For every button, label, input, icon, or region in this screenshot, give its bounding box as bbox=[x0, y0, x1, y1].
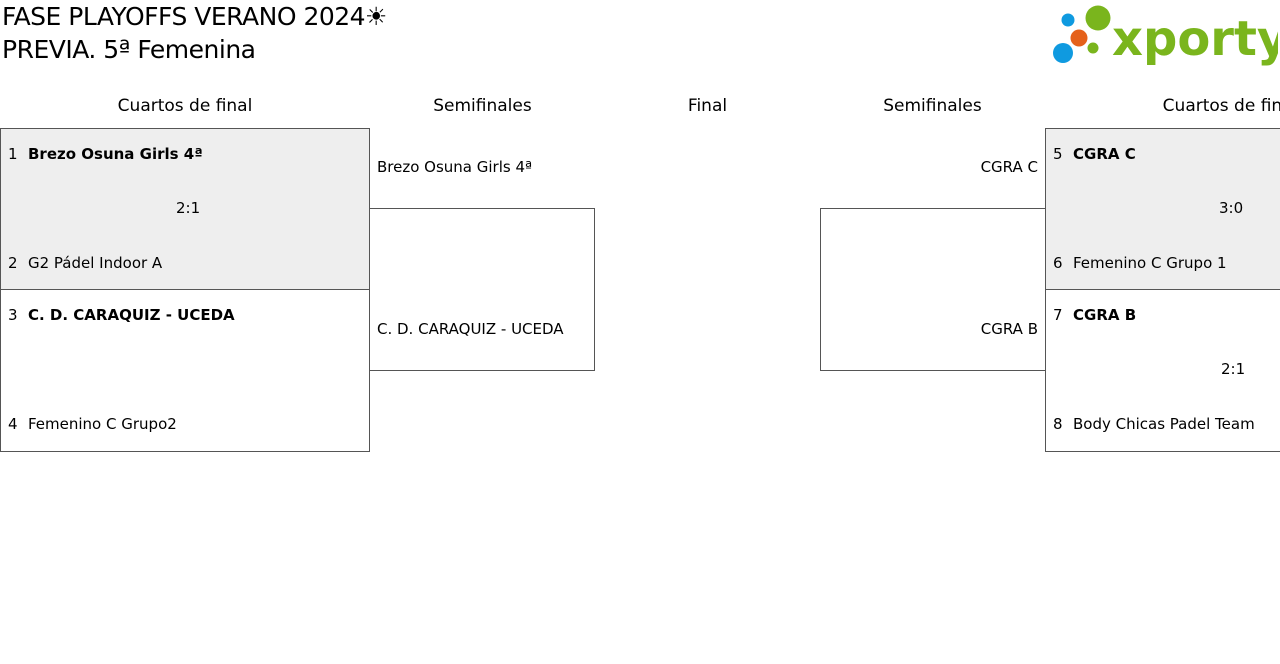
page-title: FASE PLAYOFFS VERANO 2024☀ bbox=[2, 2, 387, 31]
match-score: 2:1 bbox=[176, 199, 201, 217]
team-name: Femenino C Grupo2 bbox=[28, 415, 177, 433]
semifinal-left-bracket bbox=[370, 208, 595, 371]
team-slot[interactable]: 8 Body Chicas Padel Team bbox=[1053, 415, 1255, 433]
team-name: G2 Pádel Indoor A bbox=[28, 254, 163, 272]
team-slot[interactable]: 3 C. D. CARAQUIZ - UCEDA bbox=[8, 306, 235, 324]
team-name: CGRA C bbox=[1073, 145, 1136, 163]
logo-wordmark: xporty bbox=[1112, 11, 1278, 67]
semifinal-left-top-team[interactable]: Brezo Osuna Girls 4ª bbox=[377, 158, 533, 176]
team-name: CGRA B bbox=[1073, 306, 1137, 324]
semifinal-left-bottom-team[interactable]: C. D. CARAQUIZ - UCEDA bbox=[377, 320, 564, 338]
quarterfinal-match-3[interactable]: 5 CGRA C 3:0 6 Femenino C Grupo 1 bbox=[1045, 128, 1280, 290]
semifinal-right-bottom-team[interactable]: CGRA B bbox=[980, 320, 1038, 338]
seed-number: 5 bbox=[1053, 145, 1063, 163]
page-subtitle: PREVIA. 5ª Femenina bbox=[2, 35, 256, 64]
quarterfinal-match-4[interactable]: 7 CGRA B 2:1 8 Body Chicas Padel Team bbox=[1045, 289, 1280, 452]
team-name: Femenino C Grupo 1 bbox=[1073, 254, 1227, 272]
seed-number: 8 bbox=[1053, 415, 1063, 433]
match-score: 3:0 bbox=[1219, 199, 1244, 217]
team-slot[interactable]: 1 Brezo Osuna Girls 4ª bbox=[8, 145, 203, 163]
round-header-left-quarters: Cuartos de final bbox=[117, 96, 253, 116]
round-header-right-quarters: Cuartos de final bbox=[1162, 96, 1280, 116]
team-name: C. D. CARAQUIZ - UCEDA bbox=[28, 306, 235, 324]
round-header-left-semis: Semifinales bbox=[433, 96, 532, 116]
seed-number: 6 bbox=[1053, 254, 1063, 272]
match-score: 2:1 bbox=[1221, 360, 1246, 378]
team-slot[interactable]: 4 Femenino C Grupo2 bbox=[8, 415, 177, 433]
team-name: Brezo Osuna Girls 4ª bbox=[28, 145, 203, 163]
team-name: Body Chicas Padel Team bbox=[1073, 415, 1255, 433]
xporty-logo[interactable]: xporty bbox=[1050, 2, 1278, 68]
team-slot[interactable]: 2 G2 Pádel Indoor A bbox=[8, 254, 162, 272]
seed-number: 4 bbox=[8, 415, 18, 433]
seed-number: 3 bbox=[8, 306, 18, 324]
semifinal-right-top-team[interactable]: CGRA C bbox=[980, 158, 1038, 176]
round-header-right-semis: Semifinales bbox=[883, 96, 982, 116]
seed-number: 2 bbox=[8, 254, 18, 272]
round-header-final: Final bbox=[687, 96, 728, 116]
seed-number: 1 bbox=[8, 145, 18, 163]
team-slot[interactable]: 6 Femenino C Grupo 1 bbox=[1053, 254, 1227, 272]
semifinal-right-bracket bbox=[820, 208, 1046, 371]
team-slot[interactable]: 7 CGRA B bbox=[1053, 306, 1136, 324]
seed-number: 7 bbox=[1053, 306, 1063, 324]
team-slot[interactable]: 5 CGRA C bbox=[1053, 145, 1136, 163]
quarterfinal-match-1[interactable]: 1 Brezo Osuna Girls 4ª 2:1 2 G2 Pádel In… bbox=[0, 128, 370, 290]
quarterfinal-match-2[interactable]: 3 C. D. CARAQUIZ - UCEDA 4 Femenino C Gr… bbox=[0, 289, 370, 452]
